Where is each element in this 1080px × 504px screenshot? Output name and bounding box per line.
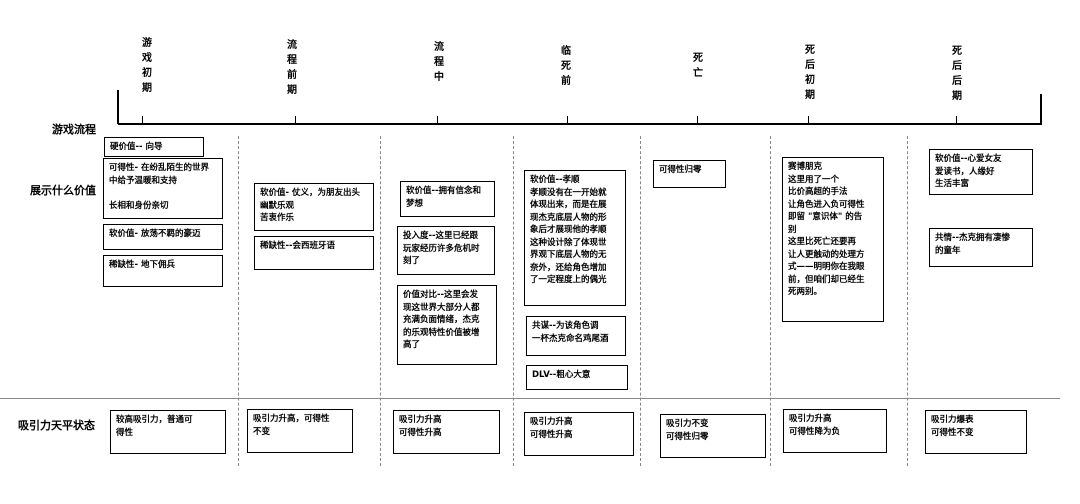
box-c4-conspiracy: 共谋--为该角色调 一杯杰克命名鸡尾酒 [526,316,626,356]
stage-label-5: 死亡 [693,53,703,79]
column-divider-5 [770,136,771,466]
box-c1-scarcity: 稀缺性- 地下佣兵 [103,255,223,287]
timeline-tick-3 [437,116,439,124]
box-c6-balance: 吸引力升高 可得性降为负 [783,409,887,453]
timeline-tick-4 [567,116,569,124]
box-c4-soft-value: 软价值--孝顺 孝顺没有在一开始就 体现出来，而是在展 现杰克底层人物的形 象后… [524,170,626,306]
stage-label-6: 死后初期 [805,45,815,101]
stage-label-2: 流程前期 [287,40,297,96]
box-c7-soft-value: 软价值--心爱女友 爱读书，人缘好 生活丰富 [929,149,1033,195]
box-c4-dlv: DLV--粗心大意 [526,365,628,390]
timeline-tick-6 [808,116,810,124]
box-c1-soft-value: 软价值- 放荡不羁的豪迈 [103,224,223,250]
box-c1-hard-value: 硬价值-- 向导 [104,137,204,157]
box-c4-balance: 吸引力升高 可得性升高 [524,412,634,456]
stage-label-1: 游戏初期 [142,38,152,94]
timeline-tick-1 [142,116,144,124]
stage-label-4: 临死前 [561,46,571,87]
box-c2-balance: 吸引力升高，可得性 不变 [247,409,353,453]
box-c6-main: 赛博朋克 这里用了一个 比价高超的手法 让角色进入负可得性 即留 "意识体" 的… [782,157,884,322]
box-c1-availability: 可得性- 在纷乱陌生的世界 中给予温暖和支持 长相和身份亲切 [103,158,223,219]
box-c7-balance: 吸引力爆表 可得性不变 [925,410,1027,454]
box-c2-soft-value: 软价值- 仗义，为朋友出头 幽默乐观 苦衷作乐 [254,183,374,231]
timeline-start-cap [117,90,119,124]
box-c3-value-contrast: 价值对比--这里会发 现这世界大部分人都 充满负面情绪，杰克 的乐观特性价值被增… [397,285,497,365]
box-c3-soft-value: 软价值--拥有信念和 梦想 [400,181,495,217]
row-label-value: 展示什么价值 [30,184,96,197]
box-c5-balance: 吸引力不变 可得性归零 [660,414,766,458]
timeline-tick-2 [295,116,297,124]
stage-label-3: 流程中 [434,42,444,83]
box-c5-availability: 可得性归零 [653,160,726,188]
box-c1-balance: 较高吸引力，普通可 得性 [110,410,226,454]
timeline-tick-7 [956,116,958,124]
row-label-balance: 吸引力天平状态 [18,419,95,432]
timeline-end-cap [1040,94,1042,124]
stage-label-7: 死后后期 [952,46,962,102]
column-divider-6 [907,136,908,466]
column-divider-1 [238,136,239,466]
box-c3-balance: 吸引力升高 可得性升高 [393,410,500,454]
column-divider-2 [380,136,381,466]
row-label-flow: 游戏流程 [52,123,96,136]
timeline-axis [118,123,1042,125]
balance-row-separator [0,398,1060,399]
timeline-tick-5 [697,116,699,124]
box-c7-empathy: 共情--杰克拥有凄惨 的童年 [929,228,1033,267]
box-c3-investment: 投入度--这里已经跟 玩家经历许多危机时 刻了 [397,226,495,275]
box-c2-scarcity: 稀缺性--会西班牙语 [254,236,374,270]
column-divider-4 [640,136,641,466]
column-divider-3 [513,136,514,466]
